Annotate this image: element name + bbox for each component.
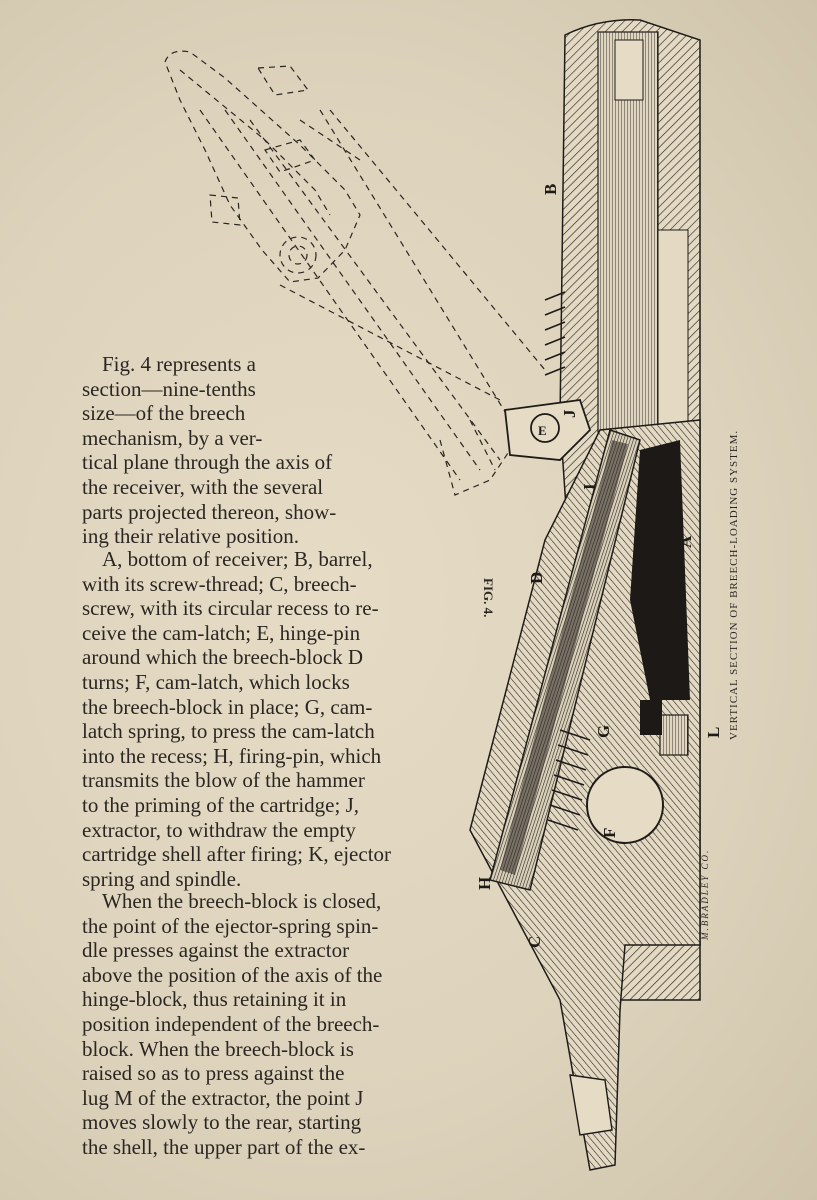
text-line: the point of the ejector-spring spin- — [82, 913, 379, 938]
hinge-pin-assembly — [504, 399, 592, 461]
receiver-cavity — [630, 440, 690, 700]
text-line: transmits the blow of the hammer — [82, 768, 365, 793]
text-line: extractor, to withdraw the empty — [82, 817, 356, 842]
paragraph-parts-legend: A, bottom of receiver; B, barrel, with i… — [82, 547, 391, 891]
paragraph-figure-description: Fig. 4 represents a section—nine-tenths … — [82, 352, 336, 549]
text-line: around which the breech-block D — [82, 645, 364, 670]
raised-block-ghost — [164, 50, 546, 496]
text-line: parts projected thereon, show- — [82, 499, 337, 524]
cam-latch-spring — [547, 729, 591, 831]
text-line: the breech-block in place; G, cam- — [82, 694, 373, 719]
label-b: B — [541, 183, 560, 195]
part-l-block — [659, 714, 689, 756]
text-line: latch spring, to press the cam-latch — [82, 719, 375, 744]
text-line: position independent of the breech- — [82, 1011, 380, 1036]
text-line: A, bottom of receiver; B, barrel, — [102, 547, 373, 571]
engraver-credit: M.BRADLEY CO. — [700, 848, 710, 940]
breech-block — [489, 429, 641, 891]
label-h: H — [475, 876, 494, 890]
text-line: with its screw-thread; C, breech- — [82, 571, 357, 596]
text-line: the shell, the upper part of the ex- — [82, 1134, 366, 1159]
text-line: cartridge shell after firing; K, ejector — [82, 842, 392, 867]
label-d: D — [527, 571, 546, 584]
text-line: the receiver, with the several — [82, 474, 324, 499]
text-line: Fig. 4 represents a — [102, 352, 256, 376]
figure-caption: VERTICAL SECTION OF BREECH-LOADING SYSTE… — [728, 429, 740, 740]
ejector-spring — [544, 291, 566, 376]
text-line: turns; F, cam-latch, which locks — [82, 669, 350, 694]
text-line: spring and spindle. — [82, 866, 242, 891]
label-a: A — [676, 535, 695, 548]
text-line: ing their relative position. — [82, 524, 299, 549]
figure-tag: FIG. 4. — [481, 578, 496, 618]
text-line: screw, with its circular recess to re- — [82, 596, 379, 621]
text-line: block. When the breech-block is — [82, 1036, 354, 1061]
label-e: E — [538, 423, 547, 438]
text-line: lug M of the extractor, the point J — [82, 1085, 364, 1110]
text-line: section—nine-tenths — [82, 376, 256, 401]
text-line: dle presses against the extractor — [82, 938, 350, 963]
text-line: ceive the cam-latch; E, hinge-pin — [82, 620, 361, 645]
text-line: into the recess; H, firing-pin, which — [82, 743, 382, 768]
text-line: tical plane through the axis of — [82, 450, 333, 475]
label-i: I — [580, 483, 599, 490]
text-line: When the breech-block is closed, — [102, 889, 382, 913]
label-c: C — [525, 935, 544, 948]
label-l: L — [704, 726, 723, 738]
text-line: to the priming of the cartridge; J, — [82, 792, 360, 817]
label-j: J — [560, 409, 579, 419]
text-line: above the position of the axis of the — [82, 962, 383, 987]
text-line: moves slowly to the rear, starting — [82, 1110, 362, 1135]
text-line: hinge-block, thus retaining it in — [82, 987, 347, 1012]
label-g: G — [594, 724, 613, 738]
label-f: F — [600, 827, 619, 838]
text-line: raised so as to press against the — [82, 1061, 345, 1086]
text-line: mechanism, by a ver- — [82, 425, 263, 450]
text-line: size—of the breech — [82, 401, 246, 426]
breech-screw-tail — [569, 1074, 613, 1136]
paragraph-operation: When the breech-block is closed, the poi… — [82, 889, 382, 1160]
cam-latch — [586, 766, 664, 844]
